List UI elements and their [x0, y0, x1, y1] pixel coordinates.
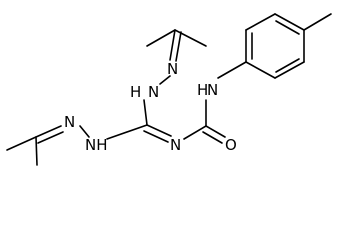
- ring-bond-3-inner: [275, 20, 300, 35]
- ring-bond-5: [274, 61, 305, 79]
- bond-upper-c-n-double-a: [169, 29, 176, 61]
- bond-lower-methyl-right: [35, 136, 38, 166]
- atom-label-nh-lower: NH: [85, 136, 108, 154]
- atom-label-h-amide: H: [197, 81, 208, 99]
- atom-label-n-upper: N: [148, 83, 159, 101]
- ring-bond-5-inner: [275, 58, 300, 73]
- atom-label-n-guanidine: N: [170, 136, 181, 154]
- bond-carbonyl-double-a: [205, 125, 226, 138]
- ring-bond-6: [245, 61, 276, 79]
- bond-carbonyl-double-b: [202, 131, 223, 144]
- ring-bond-3: [274, 13, 305, 31]
- atom-label-o-carbonyl: O: [225, 136, 237, 154]
- chemical-structure-diagram: N H N N NH N H N O: [6, 13, 332, 166]
- atom-label-h-upper: H: [130, 83, 141, 101]
- atom-label-n-imine-upper: N: [167, 60, 178, 78]
- bond-lower-n-n: [79, 125, 90, 138]
- bond-upper-nh-central-c: [143, 99, 148, 126]
- bond-upper-methyl-left: [146, 29, 176, 47]
- atom-label-n-amide: N: [207, 81, 218, 99]
- bond-upper-n-n: [159, 75, 171, 85]
- bond-lower-methyl-left: [6, 136, 37, 151]
- bond-lower-c-n-double-a: [35, 125, 62, 138]
- bond-upper-c-n-double-b: [175, 31, 182, 62]
- bond-ring-methyl: [303, 13, 332, 31]
- bond-lower-c-n-double-b: [37, 131, 64, 144]
- bond-amide-n-aryl: [217, 61, 247, 79]
- ring-bond-2: [245, 13, 276, 31]
- bond-central-c-n-double-a: [146, 124, 172, 137]
- bond-n-carbonyl-c: [183, 125, 207, 140]
- bond-central-c-n-double-b: [143, 130, 169, 143]
- atom-label-n-imine-lower: N: [64, 113, 75, 131]
- bond-lower-nh-central-c: [106, 124, 148, 140]
